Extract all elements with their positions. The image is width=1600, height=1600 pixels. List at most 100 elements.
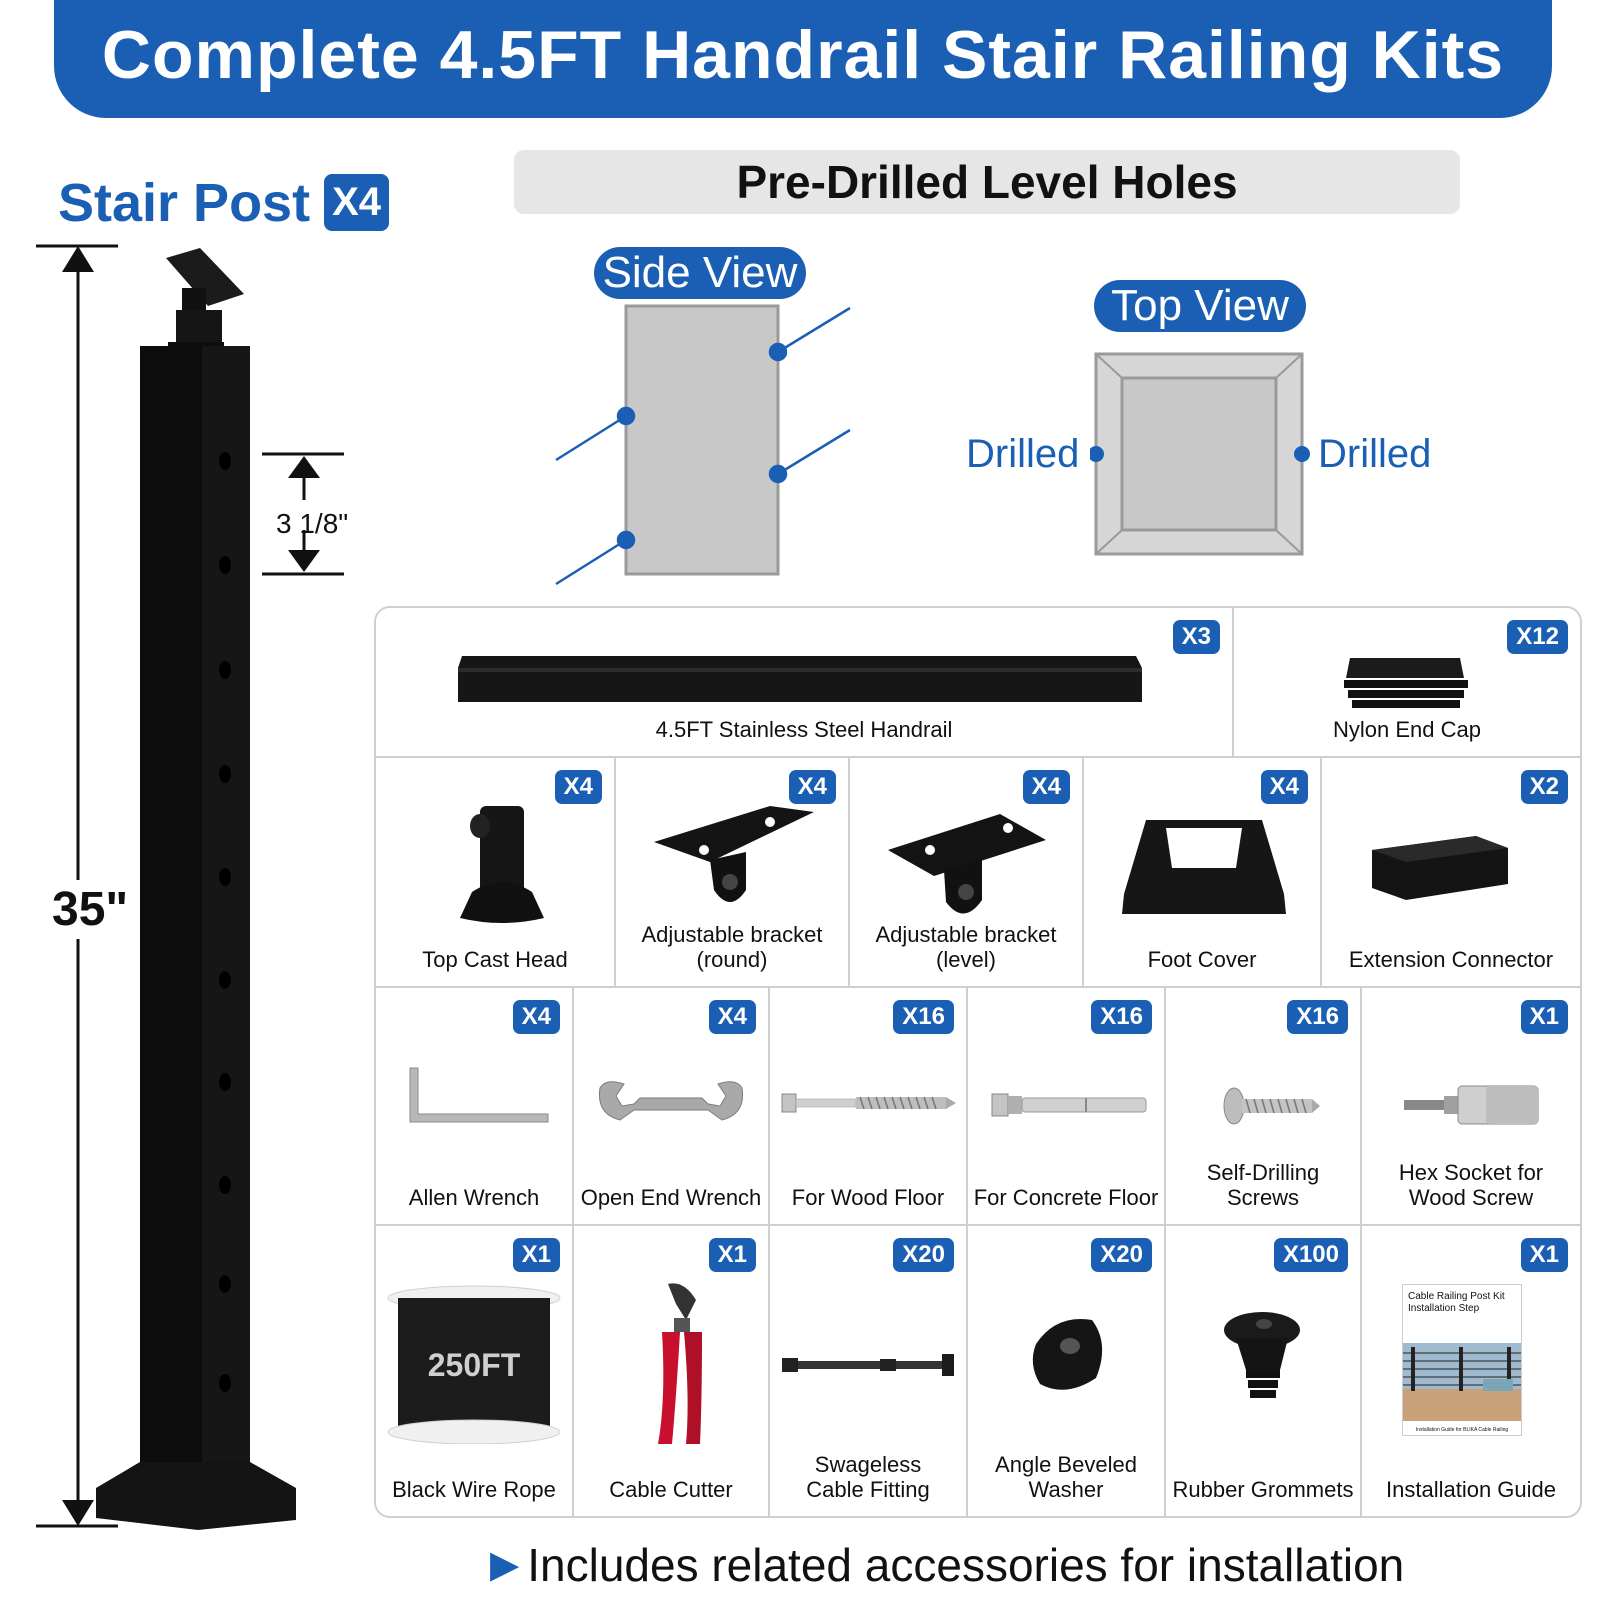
qty-badge: X3 <box>1172 620 1220 654</box>
part-bracket-round: X4 Adjustable bracket (round) <box>616 758 850 988</box>
rubber-grommet-icon <box>1224 1312 1300 1398</box>
part-hex-socket: X1 Hex Socket for Wood Screw <box>1362 988 1580 1226</box>
qty-badge: X16 <box>1287 1000 1348 1034</box>
foot-cover-icon <box>1122 820 1286 914</box>
part-label: Angle Beveled Washer <box>995 1452 1137 1502</box>
self-drilling-screw-icon <box>1223 1087 1320 1125</box>
part-label: Self-Drilling Screws <box>1206 1160 1320 1210</box>
bracket-level-icon <box>888 814 1046 914</box>
qty-badge: X4 <box>512 1000 560 1034</box>
play-triangle-icon: ▶ <box>490 1544 520 1586</box>
swageless-fitting-icon <box>782 1354 954 1376</box>
part-allen-wrench: X4 Allen Wrench <box>376 988 574 1226</box>
handrail-icon <box>458 656 1142 702</box>
footer-text: Includes related accessories for install… <box>527 1539 1405 1591</box>
booklet-photo-icon <box>1403 1343 1521 1421</box>
part-concrete-floor-anchor: X16 For Concrete Floor <box>968 988 1166 1226</box>
qty-badge: X16 <box>1091 1000 1152 1034</box>
booklet-footer: Installation Guide for BLIKA Cable Raili… <box>1415 1427 1509 1433</box>
part-end-cap: X12 Nylon End Cap <box>1234 608 1580 758</box>
allen-wrench-icon <box>409 1067 549 1123</box>
top-view-diagram <box>1090 352 1310 556</box>
part-label: Cable Cutter <box>609 1477 733 1502</box>
qty-badge: X2 <box>1520 770 1568 804</box>
drilled-right-label: Drilled <box>1318 432 1432 476</box>
part-bracket-level: X4 Adjustable bracket (level) <box>850 758 1084 988</box>
footer-note: ▶Includes related accessories for instal… <box>490 1538 1404 1592</box>
part-handrail: X3 4.5FT Stainless Steel Handrail <box>376 608 1234 758</box>
stair-post-label: Stair Post <box>58 173 311 233</box>
part-label: For Concrete Floor <box>973 1185 1159 1210</box>
qty-badge: X4 <box>708 1000 756 1034</box>
qty-badge: X16 <box>893 1000 954 1034</box>
qty-badge: X4 <box>1022 770 1070 804</box>
post-height-label: 35" <box>50 880 131 939</box>
hex-socket-icon <box>1404 1085 1539 1125</box>
page-title-banner: Complete 4.5FT Handrail Stair Railing Ki… <box>54 0 1552 118</box>
hole-spacing-label: 3 1/8" <box>276 508 349 539</box>
qty-badge: X1 <box>708 1238 756 1272</box>
part-label: Installation Guide <box>1386 1477 1556 1502</box>
spacing-dimension-line <box>262 452 344 576</box>
part-open-end-wrench: X4 Open End Wrench <box>574 988 770 1226</box>
side-view-label: Side View <box>594 247 806 299</box>
part-label: Top Cast Head <box>422 947 568 972</box>
top-view-label: Top View <box>1094 280 1306 332</box>
part-angle-washer: X20 Angle Beveled Washer <box>968 1226 1166 1516</box>
drilled-left-label: Drilled <box>966 432 1080 476</box>
wire-rope-spool-icon: 250FT <box>387 1285 561 1444</box>
part-wood-floor-screw: X16 For Wood Floor <box>770 988 968 1226</box>
part-label: 4.5FT Stainless Steel Handrail <box>655 717 953 742</box>
qty-badge: X4 <box>1260 770 1308 804</box>
part-label: Hex Socket for Wood Screw <box>1398 1160 1544 1210</box>
part-label: Swageless Cable Fitting <box>806 1452 930 1502</box>
part-foot-cover: X4 Foot Cover <box>1084 758 1322 988</box>
part-label: Adjustable bracket (level) <box>875 922 1057 972</box>
qty-badge: X20 <box>1091 1238 1152 1272</box>
qty-badge: X20 <box>893 1238 954 1272</box>
top-cast-head-icon <box>460 806 544 923</box>
part-self-drilling-screws: X16 Self-Drilling Screws <box>1166 988 1362 1226</box>
stair-post-illustration <box>36 244 344 1530</box>
installation-booklet: Cable Railing Post Kit Installation Step… <box>1402 1284 1522 1436</box>
qty-badge: X100 <box>1273 1238 1348 1272</box>
concrete-anchor-icon <box>991 1093 1147 1117</box>
part-top-cast-head: X4 Top Cast Head <box>376 758 616 988</box>
qty-badge: X4 <box>554 770 602 804</box>
post-holes <box>219 452 231 1392</box>
part-cable-cutter: X1 Cable Cutter <box>574 1226 770 1516</box>
qty-badge: X12 <box>1507 620 1568 654</box>
open-end-wrench-icon <box>598 1081 744 1121</box>
page-title: Complete 4.5FT Handrail Stair Railing Ki… <box>101 17 1505 93</box>
side-view-diagram <box>555 304 851 586</box>
qty-badge: X1 <box>512 1238 560 1272</box>
part-label: Black Wire Rope <box>392 1477 556 1502</box>
part-label: Adjustable bracket (round) <box>641 922 823 972</box>
drilling-header: Pre-Drilled Level Holes <box>514 150 1460 214</box>
qty-badge: X4 <box>788 770 836 804</box>
post-top-bracket <box>166 248 244 354</box>
bracket-round-icon <box>654 806 814 902</box>
part-label: Nylon End Cap <box>1333 717 1481 742</box>
part-wire-rope: 250FT X1 Black Wire Rope <box>376 1226 574 1516</box>
wood-screw-icon <box>781 1093 956 1113</box>
angle-washer-icon <box>1032 1319 1103 1390</box>
qty-badge: X1 <box>1520 1238 1568 1272</box>
booklet-title: Cable Railing Post Kit Installation Step <box>1408 1291 1505 1314</box>
part-swageless-fitting: X20 Swageless Cable Fitting <box>770 1226 968 1516</box>
spool-label: 250FT <box>428 1347 521 1383</box>
part-extension-connector: X2 Extension Connector <box>1322 758 1580 988</box>
part-label: Open End Wrench <box>580 1185 762 1210</box>
part-label: For Wood Floor <box>791 1185 945 1210</box>
extension-connector-icon <box>1372 836 1508 900</box>
cable-cutter-icon <box>658 1283 702 1444</box>
stair-post-qty-badge: X4 <box>324 174 390 231</box>
qty-badge: X1 <box>1520 1000 1568 1034</box>
part-installation-guide: Cable Railing Post Kit Installation Step… <box>1362 1226 1580 1516</box>
part-label: Allen Wrench <box>408 1185 540 1210</box>
end-cap-icon <box>1344 658 1468 708</box>
part-label: Rubber Grommets <box>1172 1477 1354 1502</box>
parts-grid: X3 4.5FT Stainless Steel Handrail X12 Ny… <box>374 606 1582 1518</box>
part-label: Foot Cover <box>1147 947 1257 972</box>
